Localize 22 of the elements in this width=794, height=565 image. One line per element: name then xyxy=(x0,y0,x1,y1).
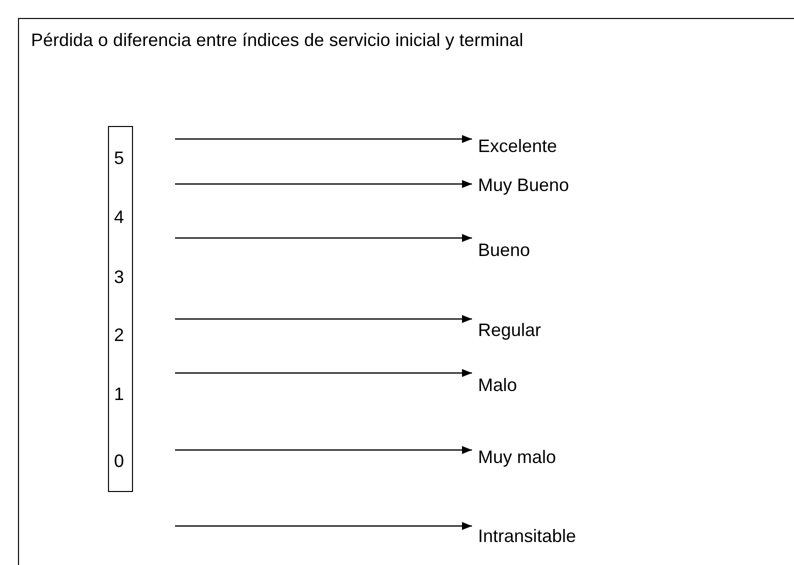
arrow xyxy=(175,234,472,242)
scale-number: 4 xyxy=(114,206,124,228)
rating-label: Regular xyxy=(478,319,542,341)
title: Pérdida o diferencia entre índices de servicio inicial y terminal xyxy=(31,29,524,51)
scale-number: 0 xyxy=(114,450,124,472)
rating-label: Intransitable xyxy=(478,525,576,547)
rating-label: Excelente xyxy=(478,135,558,157)
rating-label: Muy Bueno xyxy=(478,174,570,196)
arrow xyxy=(175,446,472,454)
rating-label: Bueno xyxy=(478,239,530,261)
arrow xyxy=(175,315,472,323)
scale-number: 2 xyxy=(114,324,124,346)
arrow xyxy=(175,369,472,377)
scale-number: 1 xyxy=(114,383,124,405)
rating-label: Malo xyxy=(478,374,518,396)
rating-label: Muy malo xyxy=(478,446,556,468)
scale-number: 3 xyxy=(114,266,124,288)
scale-number: 5 xyxy=(114,147,124,169)
arrow xyxy=(175,135,472,143)
arrow xyxy=(175,180,472,188)
arrow xyxy=(175,522,472,530)
scale-box xyxy=(108,126,133,492)
